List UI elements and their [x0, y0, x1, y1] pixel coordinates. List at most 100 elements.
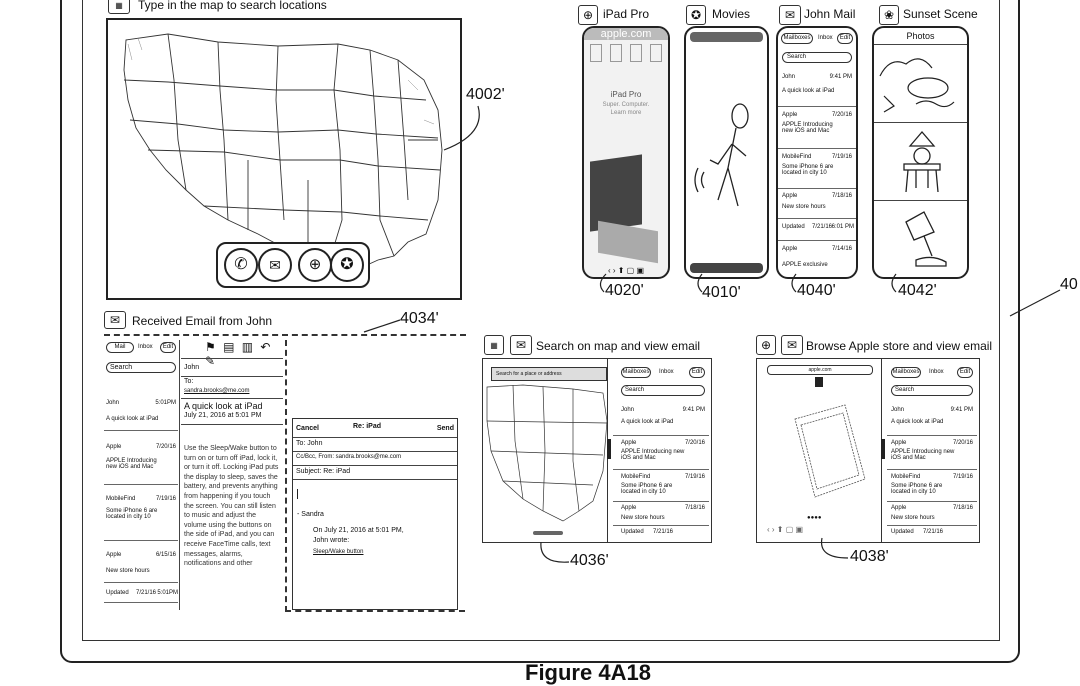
inbox-title: Inbox: [818, 35, 833, 41]
store-url-bar[interactable]: apple.com: [767, 365, 873, 375]
flower-icon[interactable]: ❀: [879, 5, 899, 25]
list-item[interactable]: Updated 7/21/16 6:01 PM: [778, 220, 856, 241]
video-progress[interactable]: [690, 32, 763, 42]
home-indicator[interactable]: [533, 531, 563, 535]
store-toolbar[interactable]: ‹ › ⬆ ▢ ▣: [767, 525, 877, 534]
list-item-sender: John: [621, 407, 634, 413]
list-item-preview: A quick look at iPad: [621, 419, 673, 425]
reply-composer[interactable]: Cancel Re: iPad Send To: John Cc/Bcc, Fr…: [292, 418, 458, 610]
reply-subject-field[interactable]: Subject: Re: iPad: [296, 468, 350, 475]
list-item-preview: Some iPhone 6 are located in city 10: [106, 508, 164, 520]
list-item[interactable]: MobileFind 7/19/16 Some iPhone 6 are loc…: [887, 471, 977, 502]
inbox-title: Inbox: [138, 344, 153, 350]
list-item[interactable]: Apple 7/20/16 APPLE Introducing new iOS …: [887, 437, 977, 470]
split-map-ref: 4036': [570, 552, 609, 570]
list-item-date: 5:01PM: [155, 400, 176, 406]
list-item[interactable]: Apple 7/18/16 New store hours: [613, 503, 709, 526]
ipad-sketch: [765, 399, 875, 519]
list-item-preview: Some iPhone 6 are located in city 10: [891, 483, 961, 495]
list-item[interactable]: MobileFind 7/19/16 Some iPhone 6 are loc…: [104, 492, 178, 541]
mail-icon[interactable]: ✉: [779, 5, 801, 25]
list-item-date: 9:41 PM: [951, 407, 973, 413]
us-map-small[interactable]: [483, 381, 609, 531]
search-field[interactable]: Search: [106, 362, 176, 373]
thumb-sunset-scene[interactable]: Photos: [872, 26, 969, 279]
mini-mail: Mailboxes Inbox Edit Search John 9:41 PM…: [613, 359, 709, 542]
thumb-ipad-pro[interactable]: apple.com iPad Pro Super. Computer. Lear…: [582, 26, 670, 279]
thumb-movies[interactable]: [684, 26, 769, 279]
search-field[interactable]: Search: [621, 385, 705, 396]
list-item[interactable]: Apple 7/20/16 APPLE Introducing new iOS …: [778, 108, 856, 149]
list-item-date: 9:41 PM: [830, 74, 852, 80]
message-to-addr[interactable]: sandra.brooks@me.com: [184, 388, 249, 394]
photo-sketch-3[interactable]: [876, 202, 968, 276]
list-item[interactable]: Apple 7/18/16 New store hours: [887, 503, 977, 526]
map-panel[interactable]: ✆ ✉ ⊕ ✪: [106, 18, 462, 300]
list-item-date: 7/20/16: [685, 440, 705, 446]
list-item-preview: A quick look at iPad: [782, 88, 834, 94]
edit-button[interactable]: Edit: [957, 367, 973, 378]
list-item-date: 7/21/16: [653, 529, 673, 535]
search-field[interactable]: Search: [891, 385, 973, 396]
list-item[interactable]: Apple 7/18/16 New store hours: [778, 190, 856, 219]
reply-to-field[interactable]: To: John: [296, 440, 322, 447]
thumb-john-mail[interactable]: Mailboxes Inbox Edit Search John 9:41 PM…: [776, 26, 858, 279]
list-item-date: 7/20/16: [953, 440, 973, 446]
list-item[interactable]: MobileFind 7/19/16 Some iPhone 6 are loc…: [613, 471, 709, 502]
split-grabber[interactable]: [607, 439, 611, 459]
url-bar[interactable]: apple.com: [584, 28, 668, 40]
split-store-mail[interactable]: apple.com ●●●● ‹ › ⬆ ▢ ▣ Mailboxes Inbox…: [756, 358, 980, 543]
mailboxes-button[interactable]: Mail: [106, 342, 134, 353]
mail-icon[interactable]: ✉: [104, 311, 126, 329]
photo-sketch-1[interactable]: [876, 46, 968, 120]
map-search-field[interactable]: Search for a place or address: [491, 367, 607, 381]
mailboxes-button[interactable]: Mailboxes: [621, 367, 651, 378]
star-icon[interactable]: ✪: [330, 248, 364, 282]
list-item[interactable]: Apple 7/20/16 APPLE Introducing new iOS …: [613, 437, 709, 470]
list-item-date: 9:41 PM: [683, 407, 705, 413]
map-app-icon[interactable]: ▦: [484, 335, 504, 355]
mailboxes-button[interactable]: Mailboxes: [781, 33, 813, 44]
toolbar-icons[interactable]: ⚑ ▤ ▥ ↶ ✎: [205, 340, 283, 368]
list-item-sender: Apple: [782, 246, 797, 252]
compass-icon[interactable]: ⊕: [756, 335, 776, 355]
split-store-ref-leader: [814, 536, 854, 566]
mailboxes-button[interactable]: Mailboxes: [891, 367, 921, 378]
split-grabber[interactable]: [881, 439, 885, 459]
list-item[interactable]: Updated 7/21/16 5:01PM: [104, 588, 178, 603]
mail-icon[interactable]: ✉: [510, 335, 532, 355]
edit-button[interactable]: Edit: [689, 367, 705, 378]
page-dots[interactable]: ●●●●: [807, 515, 822, 521]
list-item[interactable]: John 5:01PM A quick look at iPad: [104, 396, 178, 431]
photo-sketch-2[interactable]: [876, 124, 968, 198]
list-item[interactable]: Apple 7/20/16 APPLE Introducing new iOS …: [104, 440, 178, 485]
edit-button[interactable]: Edit: [160, 342, 176, 353]
send-button[interactable]: Send: [437, 425, 454, 432]
list-item[interactable]: MobileFind 7/19/16 Some iPhone 6 are loc…: [778, 150, 856, 189]
compass-icon[interactable]: ⊕: [298, 248, 332, 282]
apple-logo: [815, 377, 823, 387]
mail-icon[interactable]: ✉: [258, 248, 292, 282]
figure-title: Figure 4A18: [525, 660, 651, 686]
ipad-learn-more[interactable]: Learn more: [584, 110, 668, 116]
compass-icon[interactable]: ⊕: [578, 5, 598, 25]
store-nav: [590, 44, 662, 66]
list-item[interactable]: Updated 7/21/16: [613, 527, 709, 539]
list-item-preview: APPLE Introducing new iOS and Mac: [891, 449, 961, 461]
edit-button[interactable]: Edit: [837, 33, 853, 44]
reply-cc-field[interactable]: Cc/Bcc, From: sandra.brooks@me.com: [296, 454, 401, 460]
list-item-sender: MobileFind: [621, 474, 650, 480]
list-item[interactable]: John 9:41 PM A quick look at iPad: [613, 403, 709, 436]
cancel-button[interactable]: Cancel: [296, 425, 319, 432]
list-item[interactable]: Updated 7/21/16: [887, 527, 977, 539]
split-store-ref: 4038': [850, 548, 889, 566]
star-icon[interactable]: ✪: [686, 5, 706, 25]
split-map-mail[interactable]: Search for a place or address Mailboxes …: [482, 358, 712, 543]
map-app-icon[interactable]: ▦: [108, 0, 130, 14]
mail-icon[interactable]: ✉: [781, 335, 803, 355]
list-item[interactable]: John 9:41 PM A quick look at iPad: [887, 403, 977, 436]
list-item[interactable]: Apple 6/15/16 New store hours: [104, 548, 178, 583]
list-item[interactable]: John 9:41 PM A quick look at iPad: [778, 70, 856, 107]
search-field[interactable]: Search: [782, 52, 852, 63]
phone-icon[interactable]: ✆: [224, 248, 258, 282]
